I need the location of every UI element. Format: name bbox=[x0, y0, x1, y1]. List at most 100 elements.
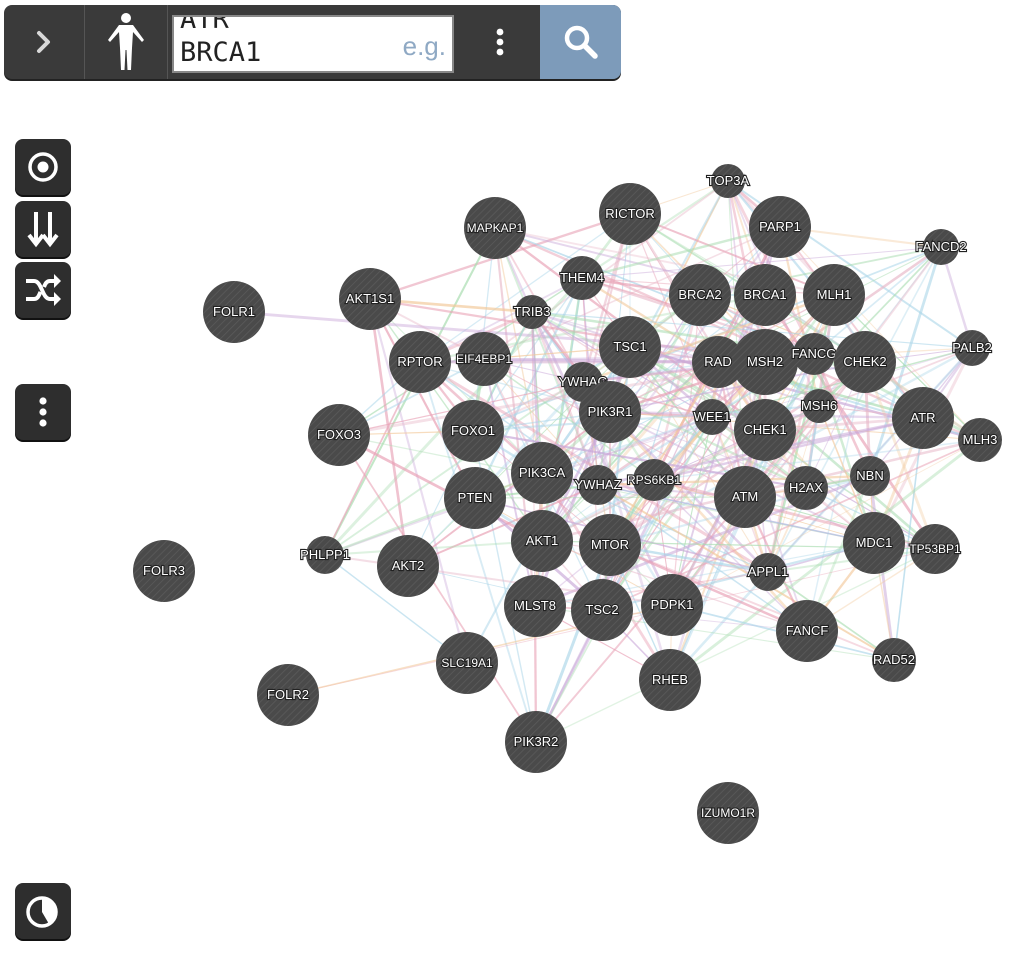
gene-node-circle[interactable] bbox=[442, 400, 504, 462]
gene-node-appl1[interactable]: APPL1 bbox=[747, 553, 789, 591]
gene-node-circle[interactable] bbox=[843, 512, 905, 574]
gene-node-circle[interactable] bbox=[560, 256, 604, 300]
gene-node-chek2[interactable]: CHEK2 bbox=[834, 331, 896, 393]
gene-node-circle[interactable] bbox=[511, 442, 573, 504]
gene-node-palb2[interactable]: PALB2 bbox=[951, 330, 993, 366]
gene-node-circle[interactable] bbox=[793, 333, 835, 375]
gene-node-fancf[interactable]: FANCF bbox=[776, 600, 838, 662]
gene-node-circle[interactable] bbox=[734, 399, 796, 461]
gene-node-phlpp1[interactable]: PHLPP1 bbox=[299, 536, 351, 574]
gene-node-circle[interactable] bbox=[504, 575, 566, 637]
gene-node-eif4ebp1[interactable]: EIF4EBP1 bbox=[455, 332, 513, 386]
gene-node-them4[interactable]: THEM4 bbox=[559, 256, 605, 300]
gene-node-circle[interactable] bbox=[669, 264, 731, 326]
shuffle-layout-button[interactable] bbox=[15, 262, 71, 318]
gene-node-mlh3[interactable]: MLH3 bbox=[958, 418, 1002, 462]
gene-node-circle[interactable] bbox=[389, 331, 451, 393]
gene-node-circle[interactable] bbox=[306, 536, 344, 574]
gene-node-circle[interactable] bbox=[599, 316, 661, 378]
gene-node-circle[interactable] bbox=[515, 295, 549, 329]
gene-node-circle[interactable] bbox=[784, 466, 828, 510]
gene-node-slc19a1[interactable]: SLC19A1 bbox=[436, 632, 498, 694]
gene-node-akt1[interactable]: AKT1 bbox=[511, 510, 573, 572]
gene-node-circle[interactable] bbox=[505, 711, 567, 773]
gene-node-circle[interactable] bbox=[308, 404, 370, 466]
gene-node-parp1[interactable]: PARP1 bbox=[749, 196, 811, 258]
gene-node-circle[interactable] bbox=[641, 574, 703, 636]
gene-node-circle[interactable] bbox=[734, 264, 796, 326]
gene-node-mdc1[interactable]: MDC1 bbox=[843, 512, 905, 574]
gene-node-rad[interactable]: RAD bbox=[692, 336, 744, 388]
gene-node-ywhaz[interactable]: YWHAZ bbox=[573, 465, 623, 505]
gene-node-circle[interactable] bbox=[749, 196, 811, 258]
gene-node-circle[interactable] bbox=[203, 281, 265, 343]
gene-node-circle[interactable] bbox=[639, 649, 701, 711]
organism-button[interactable] bbox=[85, 5, 168, 79]
gene-node-circle[interactable] bbox=[571, 579, 633, 641]
gene-node-brca1[interactable]: BRCA1 bbox=[734, 264, 796, 326]
gene-node-circle[interactable] bbox=[579, 514, 641, 576]
gene-node-pik3r2[interactable]: PIK3R2 bbox=[505, 711, 567, 773]
gene-node-circle[interactable] bbox=[579, 381, 641, 443]
gene-node-atm[interactable]: ATM bbox=[714, 466, 776, 528]
gene-node-pdpk1[interactable]: PDPK1 bbox=[641, 574, 703, 636]
search-options-button[interactable] bbox=[459, 5, 541, 79]
gene-node-circle[interactable] bbox=[776, 600, 838, 662]
gene-node-pten[interactable]: PTEN bbox=[444, 467, 506, 529]
gene-node-circle[interactable] bbox=[802, 389, 836, 423]
gene-node-tsc2[interactable]: TSC2 bbox=[571, 579, 633, 641]
gene-node-circle[interactable] bbox=[923, 229, 959, 265]
gene-node-rps6kb1[interactable]: RPS6KB1 bbox=[626, 459, 682, 501]
gene-node-circle[interactable] bbox=[732, 329, 798, 395]
search-button[interactable] bbox=[540, 5, 621, 79]
gene-node-tsc1[interactable]: TSC1 bbox=[599, 316, 661, 378]
gene-node-nbn[interactable]: NBN bbox=[850, 456, 890, 496]
gene-node-circle[interactable] bbox=[578, 465, 618, 505]
gene-node-circle[interactable] bbox=[257, 664, 319, 726]
gene-node-circle[interactable] bbox=[133, 540, 195, 602]
center-graph-button[interactable] bbox=[15, 139, 71, 195]
gene-node-circle[interactable] bbox=[633, 459, 675, 501]
gene-node-fancd2[interactable]: FANCD2 bbox=[914, 229, 968, 265]
gene-node-circle[interactable] bbox=[457, 332, 511, 386]
gene-node-circle[interactable] bbox=[339, 268, 401, 330]
gene-node-mlst8[interactable]: MLST8 bbox=[504, 575, 566, 637]
gene-node-chek1[interactable]: CHEK1 bbox=[734, 399, 796, 461]
gene-node-circle[interactable] bbox=[834, 331, 896, 393]
gene-node-circle[interactable] bbox=[697, 782, 759, 844]
gene-node-circle[interactable] bbox=[910, 524, 960, 574]
gene-node-akt2[interactable]: AKT2 bbox=[377, 535, 439, 597]
gene-node-circle[interactable] bbox=[694, 399, 730, 435]
gene-node-circle[interactable] bbox=[850, 456, 890, 496]
gene-node-rheb[interactable]: RHEB bbox=[639, 649, 701, 711]
gene-node-msh6[interactable]: MSH6 bbox=[800, 389, 838, 423]
gene-node-circle[interactable] bbox=[464, 197, 526, 259]
gene-node-mapkap1[interactable]: MAPKAP1 bbox=[464, 197, 526, 259]
gene-node-msh2[interactable]: MSH2 bbox=[732, 329, 798, 395]
gene-node-fancg[interactable]: FANCG bbox=[791, 333, 837, 375]
gene-node-izumo1r[interactable]: IZUMO1R bbox=[697, 782, 759, 844]
gene-node-folr3[interactable]: FOLR3 bbox=[133, 540, 195, 602]
gene-node-brca2[interactable]: BRCA2 bbox=[669, 264, 731, 326]
gene-query-input[interactable]: ATR BRCA1 bbox=[174, 17, 446, 71]
gene-node-circle[interactable] bbox=[511, 510, 573, 572]
gene-node-circle[interactable] bbox=[377, 535, 439, 597]
gene-node-foxo3[interactable]: FOXO3 bbox=[308, 404, 370, 466]
layout-button[interactable] bbox=[15, 201, 71, 257]
gene-node-rptor[interactable]: RPTOR bbox=[389, 331, 451, 393]
gene-node-trib3[interactable]: TRIB3 bbox=[512, 295, 552, 329]
gene-node-folr1[interactable]: FOLR1 bbox=[203, 281, 265, 343]
gene-node-top3a[interactable]: TOP3A bbox=[706, 164, 751, 198]
gene-node-atr[interactable]: ATR bbox=[892, 387, 954, 449]
gene-node-mtor[interactable]: MTOR bbox=[579, 514, 641, 576]
gene-node-folr2[interactable]: FOLR2 bbox=[257, 664, 319, 726]
gene-node-circle[interactable] bbox=[954, 330, 990, 366]
gene-node-circle[interactable] bbox=[958, 418, 1002, 462]
gene-node-pik3r1[interactable]: PIK3R1 bbox=[579, 381, 641, 443]
more-options-button[interactable] bbox=[15, 384, 71, 440]
gene-node-circle[interactable] bbox=[749, 553, 787, 591]
gene-node-circle[interactable] bbox=[599, 183, 661, 245]
gene-node-h2ax[interactable]: H2AX bbox=[784, 466, 828, 510]
gene-node-circle[interactable] bbox=[444, 467, 506, 529]
